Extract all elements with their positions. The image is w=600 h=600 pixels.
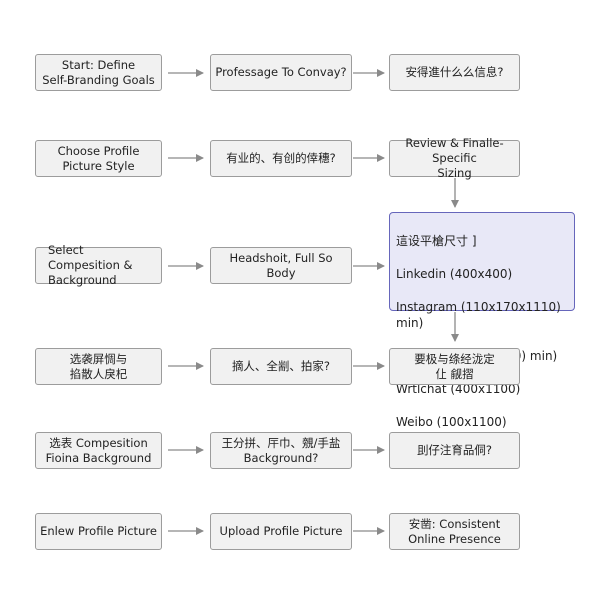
node-style-question: 有业的、有创的倖穗? bbox=[210, 140, 352, 177]
node-shot-question-cn: 摘人、全剬、拍家? bbox=[210, 348, 352, 385]
node-picture-style: Choose Profile Picture Style bbox=[35, 140, 162, 177]
node-composition-final-background: 选表 Compesition Fioina Background bbox=[35, 432, 162, 469]
node-composition-background: Select Compesition & Background bbox=[35, 243, 162, 287]
node-platform-sizes: 這设平槍尺寸 ] Linkedin (400x400) Instagram (1… bbox=[389, 212, 575, 429]
node-upload-profile-picture: Upload Profile Picture bbox=[210, 513, 352, 550]
platform-size-weibo: Weibo (100x1100) bbox=[396, 415, 507, 429]
node-product-question: 刞仔注育品侗? bbox=[389, 432, 520, 469]
platform-size-instagram: Instagram (110x170x1110) min) bbox=[396, 299, 561, 331]
node-define-goals: Start: Define Self-Branding Goals bbox=[35, 54, 162, 91]
platform-size-wechat: Wrtlchat (400x1100) bbox=[396, 382, 521, 396]
node-review-sizing: Review & Finalle-Specific Sizing bbox=[389, 136, 520, 180]
node-background-question: 王分拼、厈巾、覫/手盐 Background? bbox=[210, 432, 352, 469]
platform-sizes-list: 這设平槍尺寸 ] Linkedin (400x400) Instagram (1… bbox=[396, 216, 568, 447]
platform-sizes-title: 這设平槍尺寸 ] bbox=[396, 233, 477, 248]
node-select-composition-cn: 选袭屏惆与 掐散人戾杞 bbox=[35, 348, 162, 385]
node-review-profile-picture: Enlew Profile Picture bbox=[35, 513, 162, 550]
platform-size-linkedin: Linkedin (400x400) bbox=[396, 266, 513, 281]
node-info-question: 安得進什么么信息? bbox=[389, 54, 520, 91]
node-consistent-presence: 安凿: Consistent Online Presence bbox=[389, 513, 520, 550]
node-requirements-cn: 要极与绦经泷定 仩 觎摺 bbox=[389, 348, 520, 385]
node-shot-type: Headshoit, Full So Body bbox=[210, 247, 352, 284]
node-profession-convey: Professage To Convay? bbox=[210, 54, 352, 91]
